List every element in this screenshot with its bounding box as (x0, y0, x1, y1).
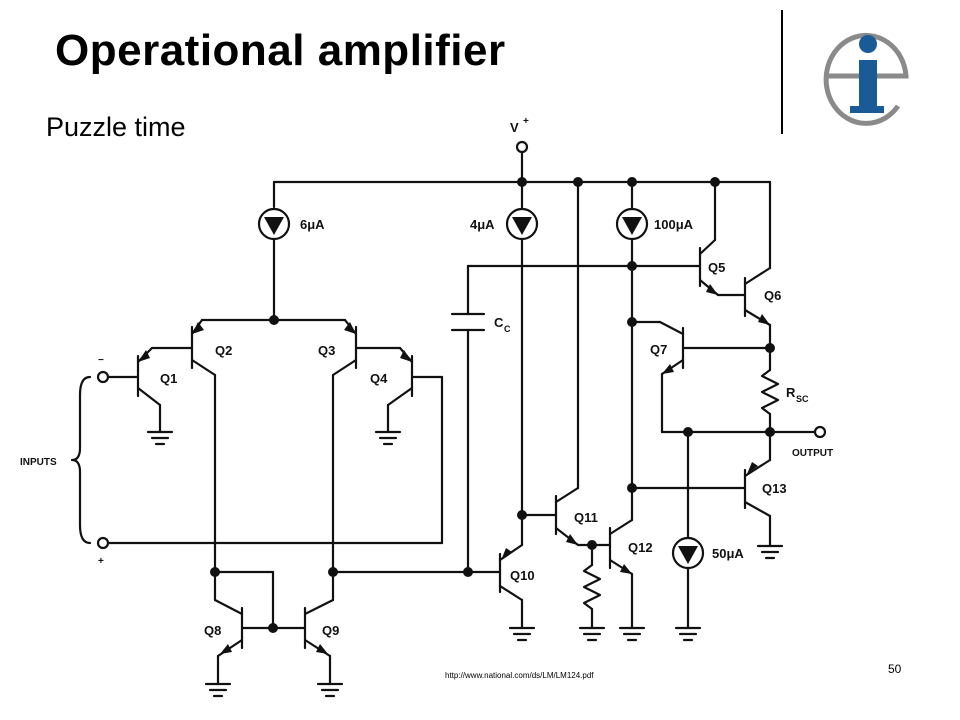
ground-icon (316, 682, 344, 698)
capacitor-label: C (494, 315, 504, 330)
slide-subtitle: Puzzle time (46, 112, 186, 142)
inverting-input-terminal (96, 370, 110, 384)
q6-label: Q6 (764, 288, 781, 303)
transistor-q10 (498, 543, 524, 602)
capacitor-label-sub: C (504, 324, 511, 334)
transistor-q4 (386, 346, 414, 407)
q13-label: Q13 (762, 481, 787, 496)
ground-icon (508, 626, 536, 642)
ground-icon (146, 430, 174, 446)
transistor-q12 (608, 518, 634, 576)
transistor-q5 (698, 238, 720, 297)
ground-icon (374, 430, 402, 446)
ground-icon (578, 626, 606, 642)
inputs-label: INPUTS (20, 457, 57, 468)
output-terminal (813, 425, 827, 439)
bias-resistor (582, 563, 602, 611)
transistor-q1 (136, 346, 162, 407)
ground-icon (674, 626, 702, 642)
current-50ua-label: 50μA (712, 546, 744, 561)
current-source-100ua (615, 207, 649, 241)
inputs-brace (70, 375, 92, 545)
ground-icon (618, 626, 646, 642)
institution-logo-icon (823, 32, 909, 126)
transistor-q2 (190, 318, 217, 377)
current-4ua-label: 4μA (470, 217, 495, 232)
current-source-4ua (505, 207, 539, 241)
current-100ua-label: 100μA (654, 217, 694, 232)
ground-icon (204, 682, 232, 698)
q12-label: Q12 (628, 540, 653, 555)
q5-label: Q5 (708, 260, 725, 275)
supply-label-sup: + (523, 116, 529, 127)
current-source-50ua (671, 536, 705, 570)
short-circuit-resistor (760, 368, 780, 416)
transistor-q13 (743, 458, 772, 518)
q1-label: Q1 (160, 371, 177, 386)
transistor-q6 (743, 266, 772, 327)
supply-terminal (515, 140, 529, 154)
q8-label: Q8 (204, 623, 221, 638)
q7-label: Q7 (650, 342, 667, 357)
q4-label: Q4 (370, 371, 388, 386)
supply-label: V (510, 120, 519, 135)
title-divider (781, 10, 783, 134)
transistor-q3 (331, 318, 358, 377)
q3-label: Q3 (318, 343, 335, 358)
resistor-label-sub: SC (796, 394, 809, 404)
minus-sign: − (98, 355, 104, 366)
noninverting-input-terminal (96, 536, 110, 550)
q9-label: Q9 (322, 623, 339, 638)
slide-title: Operational amplifier (55, 26, 506, 75)
source-url: http://www.national.com/ds/LM/LM124.pdf (445, 671, 594, 680)
q10-label: Q10 (510, 568, 535, 583)
output-label: OUTPUT (792, 448, 833, 459)
q2-label: Q2 (215, 343, 232, 358)
current-source-6ua (257, 207, 291, 241)
q11-label: Q11 (574, 510, 598, 525)
plus-sign: + (98, 556, 104, 567)
current-6ua-label: 6μA (300, 217, 325, 232)
ground-icon (756, 544, 784, 560)
transistor-q11 (554, 486, 580, 547)
page-number: 50 (888, 662, 902, 676)
resistor-label: R (786, 385, 796, 400)
transistor-q9 (303, 598, 335, 658)
